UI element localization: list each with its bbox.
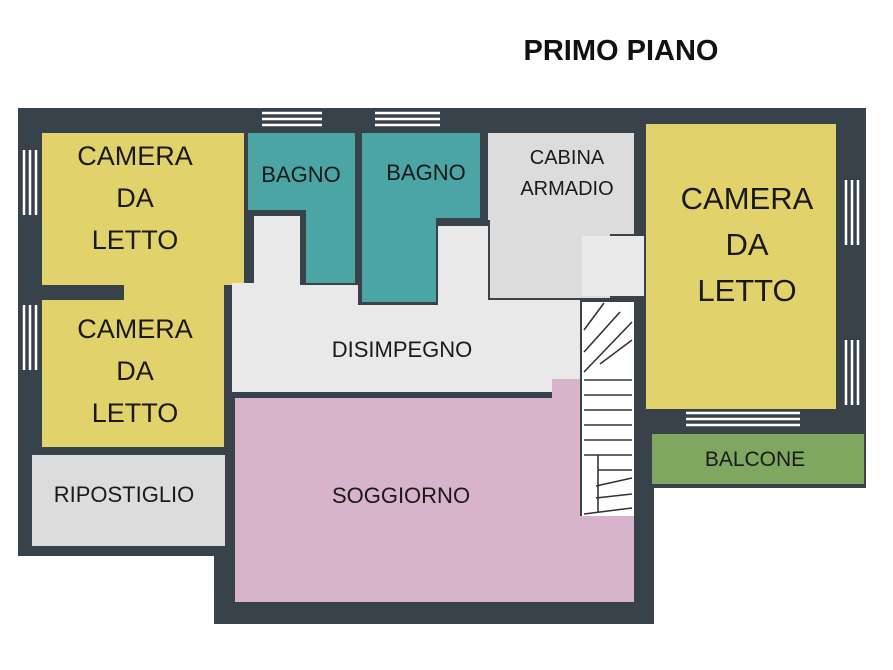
room-balcony	[652, 434, 864, 484]
room-corridor	[232, 216, 580, 392]
label-line: DA	[116, 356, 154, 386]
plan-title: PRIMO PIANO	[524, 35, 719, 67]
label-line: DA	[725, 227, 768, 262]
window-left-top-icon	[22, 150, 38, 215]
window-balcony-door-icon	[686, 411, 800, 427]
label-bedroom-mid-left: CAMERA DA LETTO	[77, 314, 193, 428]
room-bedroom-right	[646, 124, 836, 409]
label-line: LETTO	[92, 225, 179, 255]
room-storage	[32, 455, 225, 546]
label-line: DA	[116, 183, 154, 213]
label-bathroom-2: BAGNO	[386, 160, 465, 185]
room-bedroom-top-left	[42, 133, 244, 285]
window-right-bottom-icon	[844, 340, 860, 405]
room-bedroom-top-left-notch	[42, 270, 124, 285]
label-storage: RIPOSTIGLIO	[54, 482, 195, 507]
label-living: SOGGIORNO	[332, 483, 470, 508]
label-line: LETTO	[92, 398, 179, 428]
room-bedroom-mid-left	[42, 280, 224, 447]
windows	[22, 111, 860, 427]
label-walk-in-closet: CABINA ARMADIO	[520, 147, 613, 200]
window-left-mid-icon	[22, 305, 38, 370]
room-living	[235, 379, 634, 602]
label-bedroom-right: CAMERA DA LETTO	[681, 181, 814, 308]
window-right-top-icon	[844, 180, 860, 245]
room-corridor-landing	[582, 236, 644, 296]
room-bathroom-1	[248, 133, 355, 283]
label-line: CABINA	[530, 147, 605, 169]
label-balcony: BALCONE	[705, 448, 805, 471]
label-bedroom-top-left: CAMERA DA LETTO	[77, 141, 193, 255]
label-line: CAMERA	[77, 314, 193, 344]
staircase	[582, 302, 634, 516]
window-top-bath1-icon	[262, 111, 322, 127]
label-bathroom-1: BAGNO	[261, 162, 340, 187]
window-top-bath2-icon	[375, 111, 440, 127]
label-corridor: DISIMPEGNO	[332, 337, 473, 362]
room-bathroom-2	[362, 133, 480, 302]
label-line: LETTO	[697, 273, 796, 308]
label-line: CAMERA	[681, 181, 814, 216]
label-line: CAMERA	[77, 141, 193, 171]
label-line: ARMADIO	[520, 178, 613, 200]
